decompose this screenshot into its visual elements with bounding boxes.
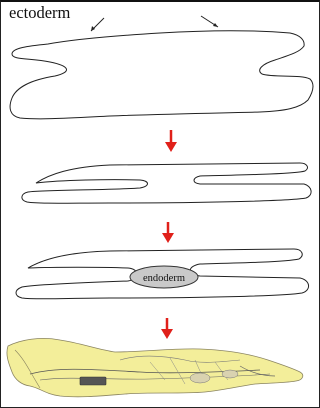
transition-arrow-3 (161, 318, 173, 339)
ectoderm-pointer-arrows (91, 16, 218, 31)
stage2-tube-outline (22, 163, 311, 203)
transition-arrow-1 (165, 130, 177, 152)
transition-arrow-2 (162, 222, 174, 243)
stage1-ectoderm-outline (10, 31, 313, 119)
endoderm-label: endoderm (143, 273, 185, 284)
pointer-arrowhead-left (91, 26, 95, 31)
larva-illustration (7, 338, 303, 396)
pointer-arrowhead-right (213, 23, 218, 27)
